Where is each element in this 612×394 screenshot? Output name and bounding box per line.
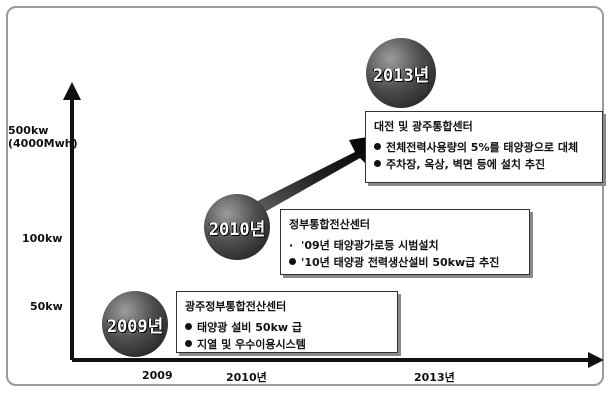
y-label-100kw: 100kw <box>22 232 63 245</box>
milestone-title-2013: 대전 및 광주통합센터 <box>374 120 473 133</box>
milestone-item-2010-2: '10년 태양광 전력생산설비 50kw급 추진 <box>289 254 521 271</box>
milestone-title-2009: 광주정부통합전산센터 <box>185 300 287 313</box>
bullet-icon <box>374 160 381 167</box>
x-axis-arrowhead <box>588 352 604 368</box>
year-badge-2013: 2013년 <box>366 38 436 108</box>
milestone-item-2013-2: 주차장, 옥상, 벽면 등에 설치 추진 <box>374 156 594 173</box>
y-label-500kw: 500kw (4000Mwh) <box>8 124 78 150</box>
y-axis-arrowhead <box>63 82 81 100</box>
bullet-icon <box>374 143 381 150</box>
milestone-box-2010: 정부통합전산센터 ·'09년 태양광가로등 시범설치 '10년 태양광 전력생산… <box>280 209 530 275</box>
bullet-icon <box>185 323 192 330</box>
y-label-50kw: 50kw <box>30 300 63 313</box>
x-label-2009: 2009 <box>142 369 173 382</box>
milestone-item-2009-2: 지열 및 우수이용시스템 <box>185 336 389 353</box>
bullet-icon <box>185 340 192 347</box>
x-label-2013: 2013년 <box>414 371 455 384</box>
diagram-frame <box>6 6 604 386</box>
year-badge-2010: 2010년 <box>204 194 270 260</box>
milestone-title-2010: 정부통합전산센터 <box>289 218 370 231</box>
milestone-item-2013-1: 전체전력사용량의 5%를 태양광으로 대체 <box>374 139 594 156</box>
milestone-item-2010-1: ·'09년 태양광가로등 시범설치 <box>289 239 439 252</box>
quote-marker-icon: · <box>289 239 294 252</box>
bullet-icon <box>289 258 296 265</box>
x-label-2010: 2010년 <box>226 371 267 384</box>
milestone-box-2013: 대전 및 광주통합센터 전체전력사용량의 5%를 태양광으로 대체 주차장, 옥… <box>365 111 603 183</box>
milestone-item-2009-1: 태양광 설비 50kw 급 <box>185 319 389 336</box>
year-badge-2009: 2009년 <box>102 291 168 357</box>
growth-arrow <box>232 135 380 226</box>
milestone-box-2009: 광주정부통합전산센터 태양광 설비 50kw 급 지열 및 우수이용시스템 <box>176 291 398 353</box>
